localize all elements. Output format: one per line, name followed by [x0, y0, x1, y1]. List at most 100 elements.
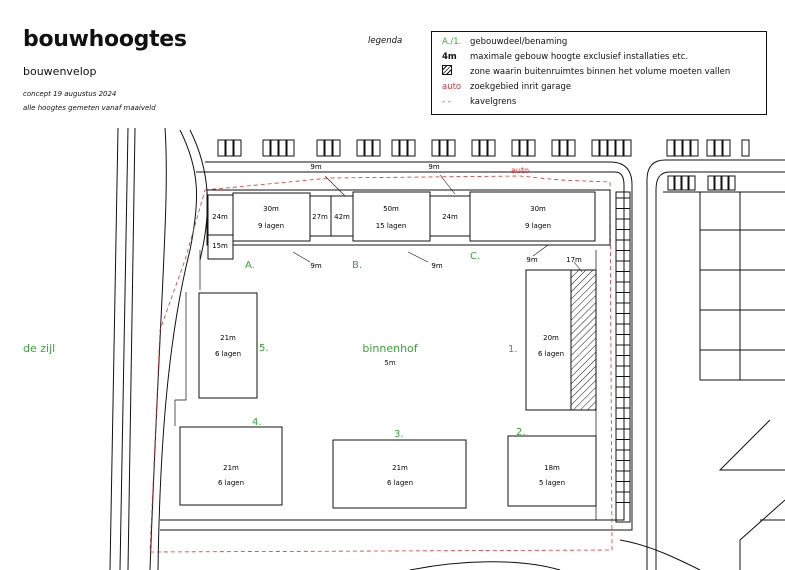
street-label: de zijl	[23, 342, 55, 355]
courtyard-outline	[174, 250, 597, 520]
parking-space	[714, 139, 723, 157]
legend-text: zoekgebied inrit garage	[470, 81, 572, 92]
legend-item: auto zoekgebied inrit garage	[442, 80, 571, 93]
legend-text: zone waarin buitenruimtes binnen het vol…	[470, 66, 731, 77]
parking-space	[262, 139, 271, 157]
parking-space	[681, 175, 689, 191]
height-label: 24m	[212, 213, 228, 221]
floors-label: 6 lagen	[538, 350, 564, 358]
plan-labels: de zijl binnenhof 5m auto A. B. C. 1. 2.…	[23, 163, 582, 487]
legend-text: kavelgrens	[470, 96, 517, 107]
parking-space	[399, 139, 408, 157]
plinth-height: 9m	[428, 163, 439, 171]
volume-a-24m	[207, 194, 234, 236]
garage-entry-label: auto	[511, 166, 529, 175]
parking-space	[479, 139, 488, 157]
height-note: alle hoogtes gemeten vanaf maaiveld	[23, 104, 156, 112]
floors-label: 6 lagen	[218, 479, 244, 487]
legend-item: A./1. gebouwdeel/benaming	[442, 35, 567, 48]
volume-4	[179, 426, 283, 506]
volume-b-50m	[352, 191, 431, 242]
parking-space	[519, 139, 528, 157]
height-label: 15m	[212, 242, 228, 250]
parking-space	[599, 139, 608, 157]
parking-space	[364, 139, 373, 157]
plinth-height: 9m	[526, 256, 537, 264]
legend-item: zone waarin buitenruimtes binnen het vol…	[442, 65, 730, 78]
parking-space	[225, 139, 234, 157]
volume-c-30m	[469, 191, 596, 242]
parking-space	[356, 139, 365, 157]
parking-space	[623, 139, 632, 157]
parking-space	[615, 139, 624, 157]
height-label: 21m	[223, 464, 239, 472]
parking-space	[471, 139, 480, 157]
legend-box: A./1. gebouwdeel/benaming 4m maximale ge…	[431, 31, 767, 115]
height-label: 20m	[543, 334, 559, 342]
parking-space	[567, 139, 576, 157]
block-label-4: 4.	[252, 417, 262, 428]
block-label-b: B.	[352, 260, 362, 271]
parking-space	[674, 139, 683, 157]
block-label-3: 3.	[394, 429, 404, 440]
legend-label: legenda	[368, 36, 403, 46]
block-label-1: 1.	[508, 344, 518, 355]
parking-space	[527, 139, 536, 157]
date-note: concept 19 augustus 2024	[23, 90, 117, 98]
legend-key	[442, 65, 470, 78]
floors-label: 6 lagen	[387, 479, 413, 487]
height-label: 42m	[334, 213, 350, 221]
parking-space	[559, 139, 568, 157]
volume-a-30m	[232, 192, 311, 242]
parking-space	[722, 139, 731, 157]
volume-5	[198, 292, 258, 399]
block-label-2: 2.	[516, 427, 526, 438]
height-label: 21m	[220, 334, 236, 342]
height-label: 30m	[530, 205, 546, 213]
height-label: 27m	[312, 213, 328, 221]
height-label: 21m	[392, 464, 408, 472]
parking-space	[316, 139, 325, 157]
legend-item: 4m maximale gebouw hoogte exclusief inst…	[442, 50, 688, 63]
parking-space	[217, 139, 226, 157]
parking-space	[270, 139, 279, 157]
parking-space	[332, 139, 341, 157]
legend-key: - -	[442, 96, 451, 107]
parking-space	[372, 139, 381, 157]
parking-space	[741, 139, 750, 157]
parking-space	[721, 175, 729, 191]
parking-space	[511, 139, 520, 157]
height-label: 24m	[442, 213, 458, 221]
parking-space	[391, 139, 400, 157]
block-label-c: C.	[470, 251, 480, 262]
plinth-height: 9m	[310, 262, 321, 270]
floors-label: 9 lagen	[258, 222, 284, 230]
legend-key: auto	[442, 81, 462, 92]
parking-space	[407, 139, 416, 157]
parking-space	[714, 175, 722, 191]
leader-lines	[292, 174, 583, 273]
legend-key: A./1.	[442, 36, 462, 47]
legend-key: 4m	[442, 51, 457, 62]
parking-space	[431, 139, 440, 157]
parking-space	[233, 139, 242, 157]
plinth-height: 9m	[310, 163, 321, 171]
volume-24m	[429, 195, 471, 237]
parking-space	[690, 139, 699, 157]
volume-a-15m	[207, 234, 234, 260]
height-label: 18m	[544, 464, 560, 472]
parking-space	[439, 139, 448, 157]
parking-space	[607, 139, 616, 157]
courtyard-height: 5m	[384, 359, 395, 367]
parking-space	[667, 175, 675, 191]
parking-space	[728, 175, 736, 191]
block-label-5: 5.	[259, 343, 269, 354]
parking-space	[591, 139, 600, 157]
parking-space	[447, 139, 456, 157]
parking-row	[217, 139, 750, 503]
parking-space	[487, 139, 496, 157]
plinth-height: 17m	[566, 256, 582, 264]
courtyard-label: binnenhof	[362, 342, 418, 355]
parking-space	[278, 139, 287, 157]
floors-label: 9 lagen	[525, 222, 551, 230]
